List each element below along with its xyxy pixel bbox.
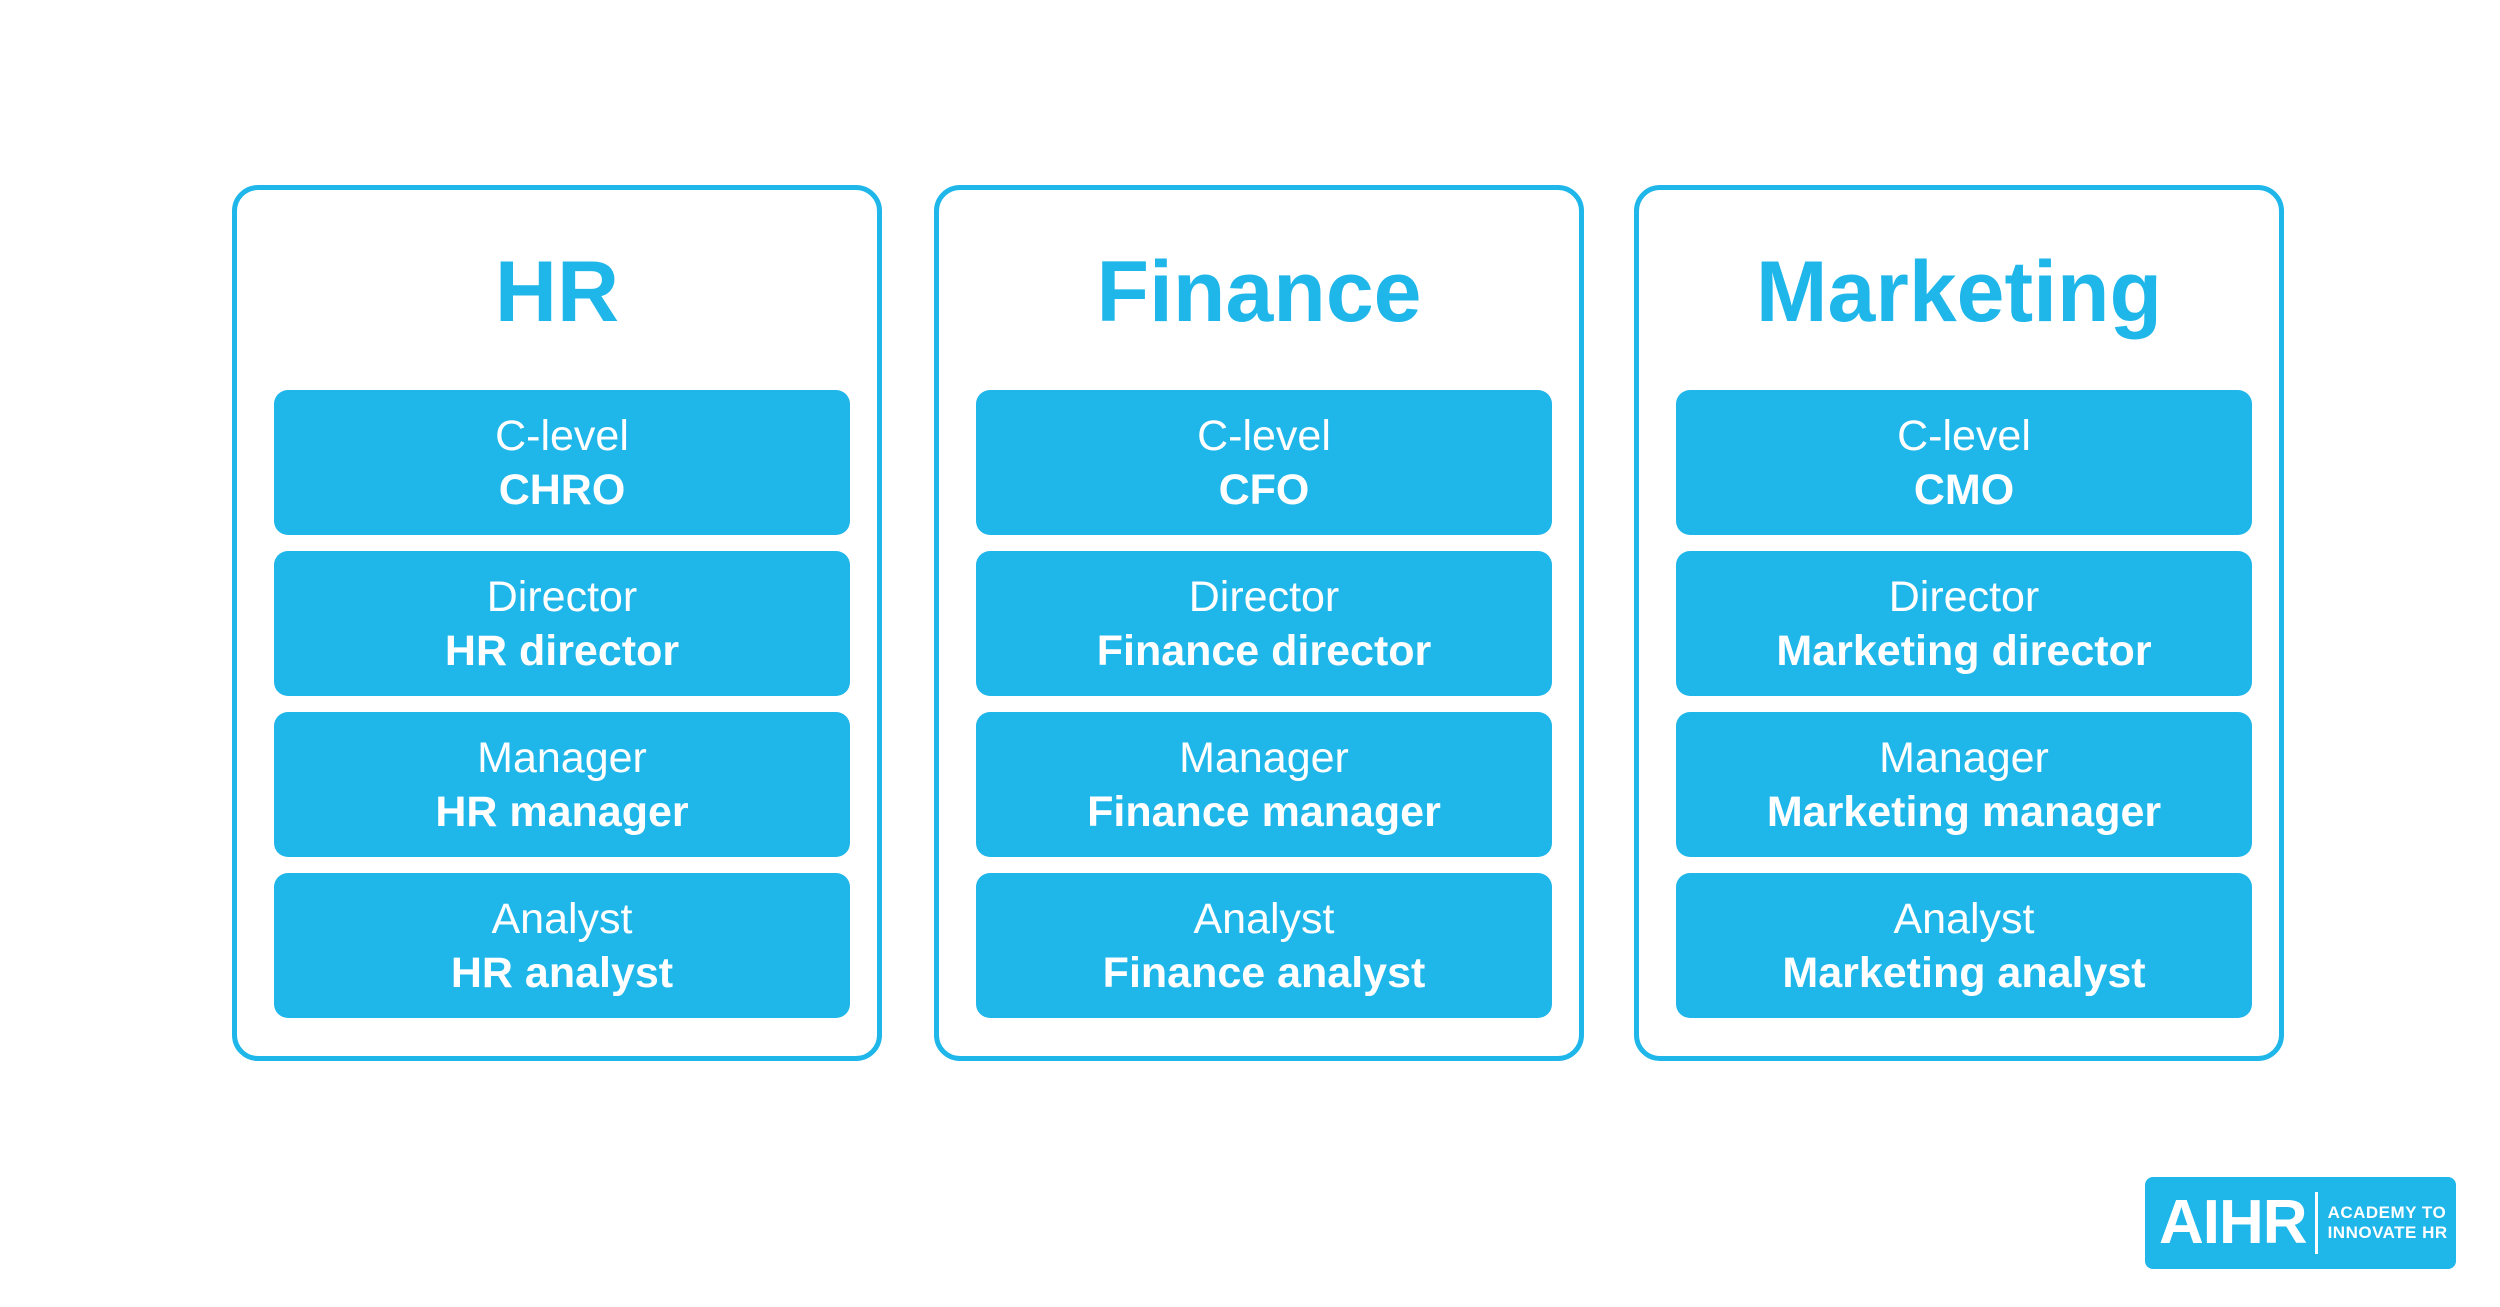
aihr-logo: AIHR ACADEMY TO INNOVATE HR xyxy=(2145,1177,2456,1269)
role-title: Marketing analyst xyxy=(1782,948,2146,997)
role-level: Manager xyxy=(477,733,647,782)
department-column-finance: Finance C-level CFO Director Finance dir… xyxy=(934,185,1584,1061)
role-level: Analyst xyxy=(1193,894,1335,943)
role-level: Director xyxy=(1188,572,1340,621)
role-title: Finance analyst xyxy=(1102,948,1426,997)
logo-tagline-line1: ACADEMY TO xyxy=(2327,1203,2447,1222)
role-box-manager: Manager Marketing manager xyxy=(1676,712,2252,857)
role-level: C-level xyxy=(1197,411,1331,460)
column-title: Finance xyxy=(1096,244,1422,340)
role-title: HR manager xyxy=(435,787,689,836)
role-box-director: Director Marketing director xyxy=(1676,551,2252,696)
role-level: Director xyxy=(1888,572,2040,621)
role-box-analyst: Analyst Finance analyst xyxy=(976,873,1552,1018)
role-title: CMO xyxy=(1913,465,2015,514)
role-title: HR director xyxy=(444,626,680,675)
role-level: Manager xyxy=(1179,733,1349,782)
column-title: Marketing xyxy=(1755,244,2163,340)
role-title: CFO xyxy=(1218,465,1310,514)
role-box-manager: Manager Finance manager xyxy=(976,712,1552,857)
role-box-manager: Manager HR manager xyxy=(274,712,850,857)
logo-mark: AIHR xyxy=(2159,1188,2308,1257)
role-title: CHRO xyxy=(498,465,626,514)
role-title: HR analyst xyxy=(450,948,674,997)
department-column-hr: HR C-level CHRO Director HR director Man… xyxy=(232,185,882,1061)
logo-tagline-line2: INNOVATE HR xyxy=(2327,1223,2448,1242)
column-title: HR xyxy=(494,244,620,340)
role-box-analyst: Analyst Marketing analyst xyxy=(1676,873,2252,1018)
role-box-director: Director HR director xyxy=(274,551,850,696)
logo-divider xyxy=(2314,1192,2318,1254)
role-level: C-level xyxy=(1897,411,2031,460)
role-title: Finance manager xyxy=(1087,787,1441,836)
role-level: Analyst xyxy=(491,894,633,943)
role-box-c-level: C-level CFO xyxy=(976,390,1552,535)
role-box-director: Director Finance director xyxy=(976,551,1552,696)
logo-tagline: ACADEMY TO INNOVATE HR xyxy=(2328,1203,2448,1243)
role-title: Marketing manager xyxy=(1766,787,2162,836)
role-level: Analyst xyxy=(1893,894,2035,943)
role-level: Manager xyxy=(1879,733,2049,782)
department-column-marketing: Marketing C-level CMO Director Marketing… xyxy=(1634,185,2284,1061)
role-box-c-level: C-level CHRO xyxy=(274,390,850,535)
role-box-c-level: C-level CMO xyxy=(1676,390,2252,535)
role-title: Finance director xyxy=(1096,626,1432,675)
role-level: Director xyxy=(486,572,638,621)
role-title: Marketing director xyxy=(1776,626,2152,675)
role-level: C-level xyxy=(495,411,629,460)
role-box-analyst: Analyst HR analyst xyxy=(274,873,850,1018)
